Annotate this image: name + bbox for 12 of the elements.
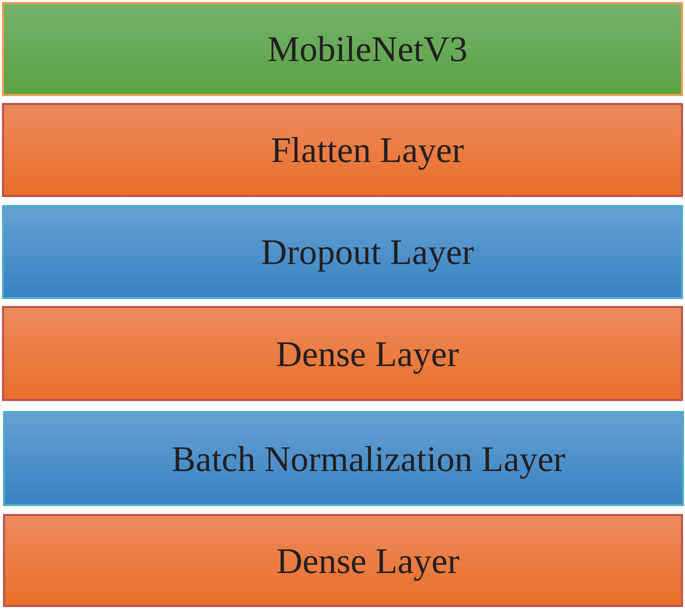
layer-box (2, 103, 683, 197)
layer-box (2, 306, 683, 401)
layer-label: Flatten Layer (271, 129, 464, 171)
layer-box (3, 514, 683, 607)
layer-box (2, 205, 683, 299)
layer-label: MobileNetV3 (268, 28, 468, 70)
layer-label: Batch Normalization Layer (172, 438, 566, 480)
layer-label: Dense Layer (276, 332, 459, 374)
layer-label: Dropout Layer (261, 231, 474, 273)
layer-box (3, 411, 684, 506)
layer-label: Dense Layer (276, 540, 460, 582)
layer-box (2, 2, 683, 96)
